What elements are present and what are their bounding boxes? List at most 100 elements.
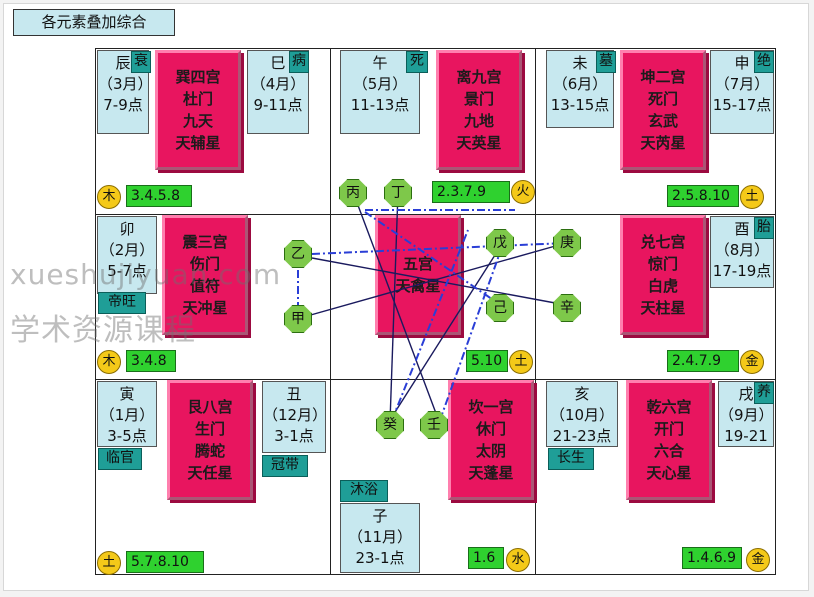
- branch-chen-name: 辰: [115, 54, 131, 72]
- branch-zi-name: 子: [372, 507, 388, 525]
- palace-center-name: 五宫: [402, 255, 433, 273]
- stem-geng: 庚: [553, 229, 581, 257]
- branch-zi-month: （11月）: [347, 528, 413, 546]
- palace-qian-deity: 六合: [653, 442, 684, 460]
- grid-divider-h2: [95, 379, 776, 380]
- palace-zhen-door: 伤门: [189, 255, 220, 273]
- stage-tag-zi: 沐浴: [340, 480, 388, 502]
- branch-wei: 未 （6月） 13-15点: [546, 50, 614, 128]
- line-bing-ren: [352, 191, 441, 425]
- palace-xun-star: 天辅星: [175, 134, 221, 152]
- palace-li-name: 离九宫: [456, 68, 502, 86]
- palace-zhen-star: 天冲星: [182, 299, 228, 317]
- branch-wu-hours: 11-13点: [350, 96, 410, 114]
- branch-wei-month: （6月）: [552, 75, 608, 93]
- stem-wu: 戊: [486, 229, 514, 257]
- palace-li-deity: 九地: [463, 112, 494, 130]
- stem-ren: 壬: [420, 411, 448, 439]
- number-box-middle-center: 5.10: [466, 350, 508, 372]
- branch-hai-month: （10月）: [549, 406, 615, 424]
- diagram-title: 各元素叠加综合: [13, 9, 175, 36]
- branch-zi-hours: 23-1点: [355, 549, 405, 567]
- branch-wei-hours: 13-15点: [550, 96, 610, 114]
- dashed-line-ren-wu: [439, 246, 503, 421]
- branch-mao-month: （2月）: [99, 241, 155, 259]
- element-circle-bottom-right: 金: [746, 548, 770, 572]
- branch-wu-name: 午: [372, 54, 388, 72]
- branch-chen-hours: 7-9点: [103, 96, 143, 114]
- palace-gen-name: 艮八宫: [187, 398, 233, 416]
- branch-zi: 子 （11月） 23-1点: [340, 503, 420, 573]
- branch-you-month: （8月）: [714, 241, 770, 259]
- palace-kan-star: 天蓬星: [468, 464, 514, 482]
- palace-dui-deity: 白虎: [647, 277, 678, 295]
- branch-shen-month: （7月）: [714, 75, 770, 93]
- dashed-line-yi-geng: [311, 242, 567, 255]
- palace-kan-door: 休门: [475, 420, 506, 438]
- line-gui-wu: [389, 243, 503, 421]
- palace-qian-star: 天心星: [646, 464, 692, 482]
- branch-shen-hours: 15-17点: [712, 96, 772, 114]
- palace-kun-deity: 玄武: [647, 112, 678, 130]
- palace-qian: 乾六宫 开门 六合 天心星: [626, 380, 712, 500]
- branch-hai-hours: 21-23点: [552, 427, 612, 445]
- palace-kun: 坤二宫 死门 玄武 天芮星: [620, 50, 706, 170]
- nine-palace-grid: [95, 48, 776, 575]
- branch-wu-month: （5月）: [352, 75, 408, 93]
- grid-divider-v2: [535, 48, 536, 575]
- line-ding-gui: [389, 191, 399, 423]
- palace-zhen-name: 震三宫: [182, 233, 228, 251]
- palace-qian-door: 开门: [653, 420, 684, 438]
- branch-chou-month: （12月）: [263, 406, 328, 424]
- stem-gui: 癸: [376, 411, 404, 439]
- palace-xun-deity: 九天: [182, 112, 213, 130]
- palace-li: 离九宫 景门 九地 天英星: [436, 50, 522, 170]
- branch-chou: 丑 （12月） 3-1点: [262, 381, 328, 453]
- palace-xun-name: 巽四宫: [175, 68, 221, 86]
- number-box-bottom-left: 5.7.8.10: [126, 551, 204, 573]
- number-box-bottom-right: 1.4.6.9: [682, 547, 742, 569]
- element-circle-middle-left: 木: [97, 350, 121, 374]
- stage-tag-shen: 绝: [754, 51, 774, 73]
- element-circle-bottom-middle: 水: [506, 548, 530, 572]
- element-circle-middle-center: 土: [509, 350, 533, 374]
- stem-ji: 己: [486, 294, 514, 322]
- branch-mao: 卯 （2月） 5-7点: [97, 216, 157, 294]
- stage-tag-yin: 临官: [98, 448, 142, 470]
- number-box-top-right: 2.5.8.10: [667, 185, 739, 207]
- watermark-text: 学术资源课程: [10, 313, 196, 348]
- branch-hai: 亥 （10月） 21-23点: [546, 381, 618, 447]
- stage-tag-mao: 帝旺: [98, 292, 146, 314]
- branch-xu-month: （9月）: [719, 406, 774, 424]
- number-box-top-middle: 2.3.7.9: [432, 181, 510, 203]
- palace-gen-deity: 腾蛇: [194, 442, 225, 460]
- dashed-line-bing-ji: [364, 211, 503, 307]
- stage-tag-wei: 墓: [596, 51, 616, 73]
- palace-gen: 艮八宫 生门 腾蛇 天任星: [167, 380, 253, 500]
- branch-si-hours: 9-11点: [253, 96, 303, 114]
- branch-shen: 申 （7月） 15-17点: [710, 50, 774, 134]
- element-circle-top-right: 土: [740, 185, 764, 209]
- stage-tag-chou: 冠带: [262, 455, 308, 477]
- palace-xun-door: 杜门: [182, 90, 213, 108]
- branch-si-month: （4月）: [250, 75, 306, 93]
- palace-center: 五宫 天禽星: [375, 215, 461, 335]
- branch-yin-name: 寅: [119, 385, 135, 403]
- branch-chen-month: （3月）: [98, 75, 153, 93]
- palace-dui-name: 兑七宫: [640, 233, 686, 251]
- palace-kun-door: 死门: [647, 90, 678, 108]
- stem-ding: 丁: [384, 179, 412, 207]
- watermark-url: xueshujiyuan.com: [10, 258, 282, 291]
- stage-tag-chen: 衰: [131, 51, 151, 73]
- stage-tag-si: 病: [289, 51, 309, 73]
- branch-hai-name: 亥: [574, 385, 590, 403]
- stage-tag-hai: 长生: [548, 448, 594, 470]
- line-jia-geng: [299, 242, 567, 319]
- palace-dui-star: 天柱星: [640, 299, 686, 317]
- palace-zhen-deity: 值符: [189, 277, 220, 295]
- palace-zhen: 震三宫 伤门 值符 天冲星: [162, 215, 248, 335]
- stem-xin: 辛: [553, 294, 581, 322]
- number-box-middle-left: 3.4.8: [126, 350, 176, 372]
- branch-you-hours: 17-19点: [712, 262, 772, 280]
